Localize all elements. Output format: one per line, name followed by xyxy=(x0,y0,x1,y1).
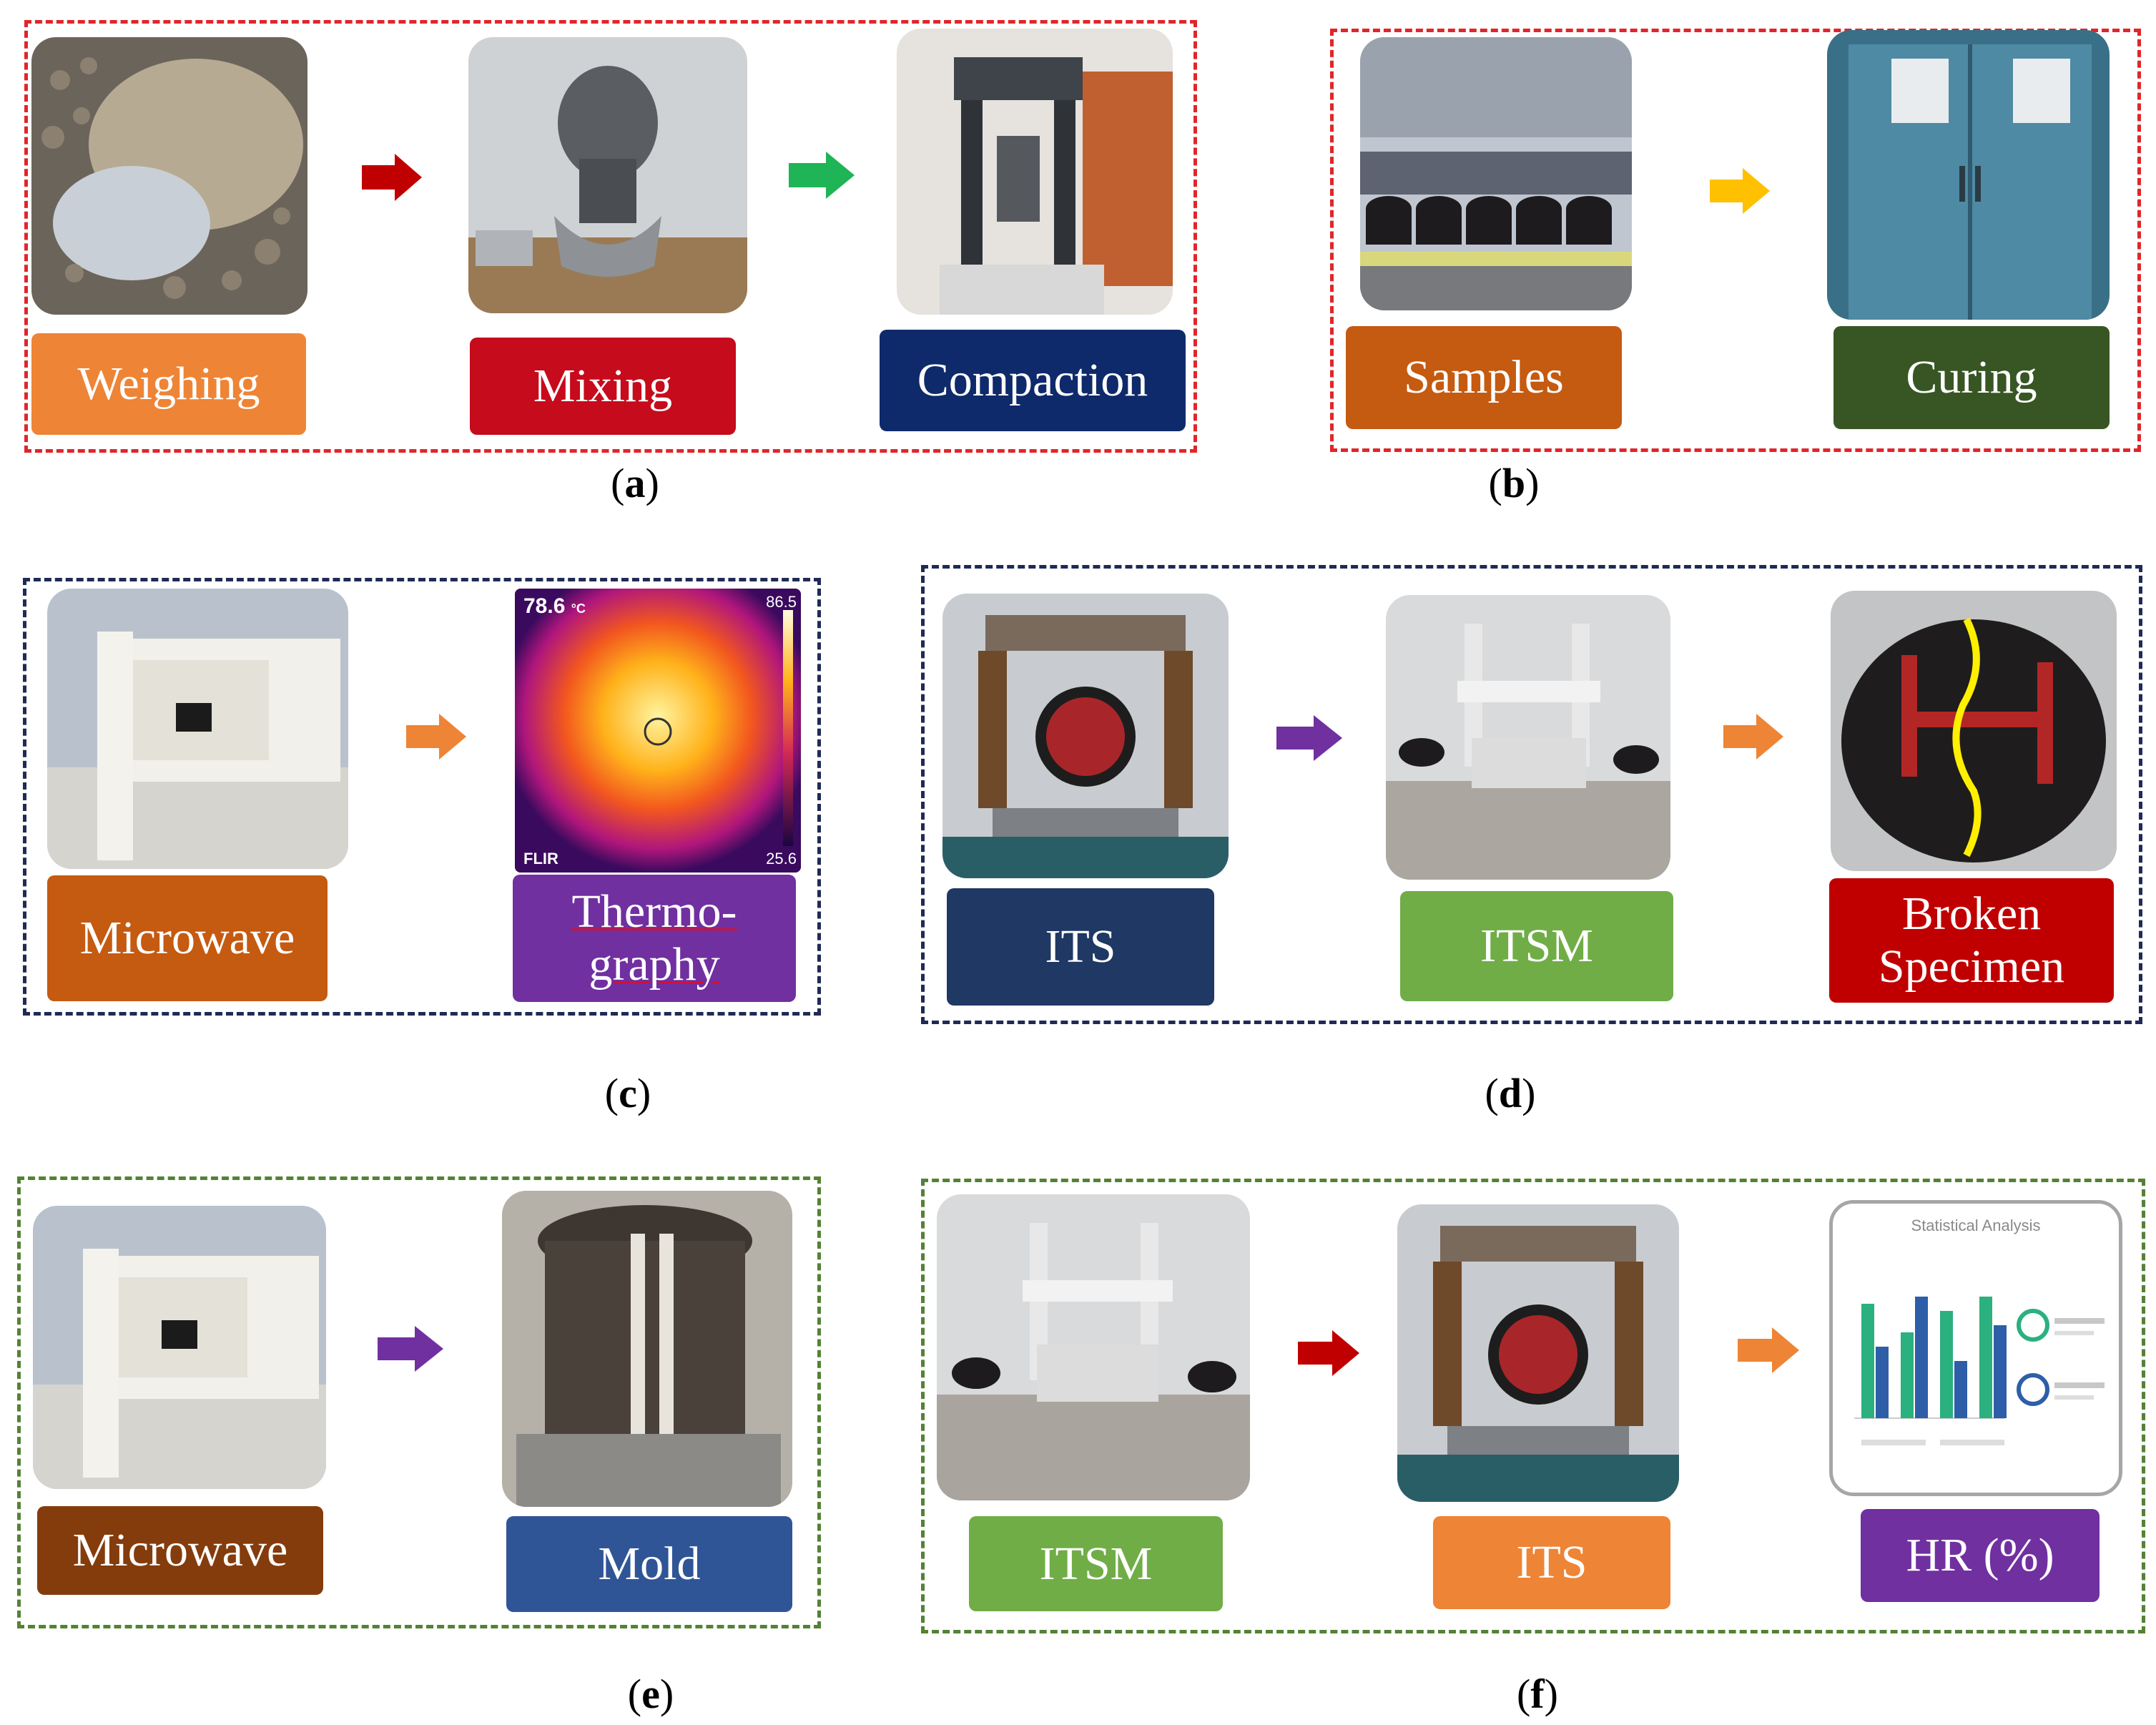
itsm-photo-f xyxy=(937,1194,1250,1500)
microwave-photo-c xyxy=(47,589,348,869)
mold-photo xyxy=(502,1191,792,1507)
itsm-label-f: ITSM xyxy=(969,1516,1223,1611)
panel-e-frame xyxy=(17,1176,821,1628)
arrow-its-to-hr xyxy=(1738,1327,1799,1373)
thermal-temp-readout: 78.6 °C xyxy=(523,594,586,618)
panel-d-frame xyxy=(921,565,2142,1024)
microwave-label-e: Microwave xyxy=(37,1506,323,1595)
curing-label: Curing xyxy=(1833,326,2110,429)
caption-a: (a) xyxy=(611,460,659,506)
thermal-scale-max: 86.5 xyxy=(766,593,797,611)
its-label-f: ITS xyxy=(1433,1516,1670,1609)
mixing-photo xyxy=(468,37,747,313)
hr-percent-label: HR (%) xyxy=(1861,1509,2100,1602)
microwave-label-c: Microwave xyxy=(47,875,328,1001)
arrow-samples-to-curing xyxy=(1710,168,1770,214)
broken-specimen-label-line2: Specimen xyxy=(1878,940,2065,993)
statistical-analysis-title: Statistical Analysis xyxy=(1911,1217,2041,1234)
panel-b-frame xyxy=(1330,29,2141,452)
microwave-photo-e xyxy=(33,1206,326,1489)
caption-b: (b) xyxy=(1488,460,1540,506)
weighing-label: Weighing xyxy=(31,333,306,435)
arrow-itsm-to-broken-specimen xyxy=(1723,714,1783,760)
arrow-microwave-to-thermography xyxy=(406,714,466,760)
its-label-d: ITS xyxy=(947,888,1214,1006)
itsm-photo-d xyxy=(1386,595,1670,880)
caption-c: (c) xyxy=(604,1070,651,1116)
compaction-photo xyxy=(897,29,1173,315)
thermal-scale-min: 25.6 xyxy=(766,850,797,868)
caption-f: (f) xyxy=(1517,1671,1558,1717)
broken-specimen-photo xyxy=(1831,591,2117,871)
compaction-label: Compaction xyxy=(880,330,1186,431)
curing-photo xyxy=(1827,30,2110,320)
arrow-mixing-to-compaction xyxy=(789,152,855,199)
its-photo-f xyxy=(1397,1204,1679,1502)
samples-photo xyxy=(1360,37,1632,310)
broken-specimen-label-line1: Broken xyxy=(1901,888,2042,940)
arrow-weighing-to-mixing xyxy=(362,154,422,201)
flir-logo: FLIR xyxy=(523,850,558,868)
weighing-photo xyxy=(31,37,307,315)
mold-label: Mold xyxy=(506,1516,792,1612)
caption-d: (d) xyxy=(1485,1070,1536,1116)
panel-a-frame xyxy=(24,20,1197,453)
panel-f-frame xyxy=(921,1179,2145,1633)
panel-c-frame xyxy=(23,578,821,1016)
arrow-its-to-itsm xyxy=(1276,715,1342,761)
arrow-itsm-to-its-f xyxy=(1298,1330,1359,1376)
broken-specimen-label: Broken Specimen xyxy=(1829,878,2114,1003)
statistical-analysis-thumbnail: Statistical Analysis xyxy=(1829,1200,2122,1496)
arrow-microwave-to-mold xyxy=(378,1326,443,1372)
thermography-label: Thermo- graphy xyxy=(513,875,796,1002)
its-photo-d xyxy=(942,594,1229,878)
thermography-label-line2: graphy xyxy=(589,938,720,991)
mixing-label: Mixing xyxy=(470,338,736,435)
caption-e: (e) xyxy=(627,1671,674,1717)
thermography-label-line1: Thermo- xyxy=(571,885,737,938)
thermography-photo: 78.6 °C 86.5 25.6 FLIR xyxy=(515,589,801,873)
itsm-label-d: ITSM xyxy=(1400,891,1673,1001)
samples-label: Samples xyxy=(1346,326,1622,429)
